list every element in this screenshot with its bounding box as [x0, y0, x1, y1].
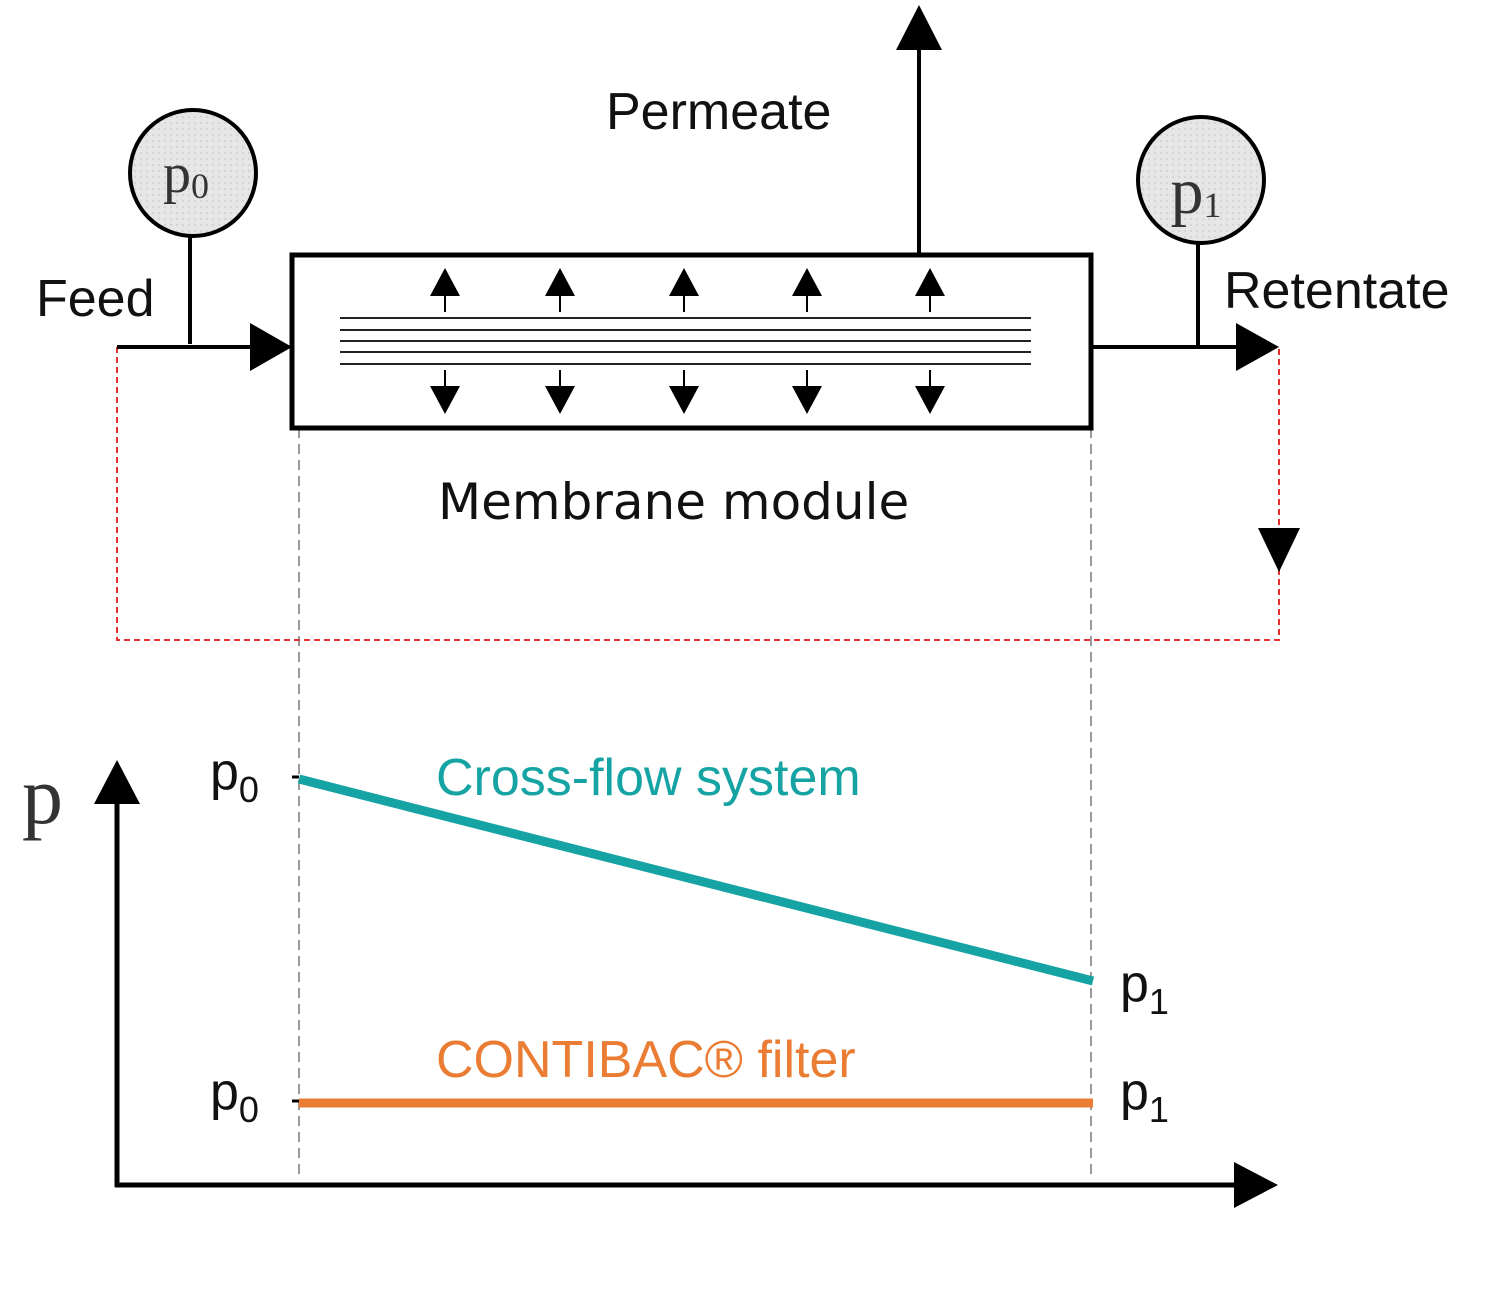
flux-arrow-down-icon — [915, 370, 945, 414]
gauge-inlet-label: p0 — [163, 143, 209, 206]
retentate-label: Retentate — [1224, 262, 1450, 320]
cross-flow-line — [297, 774, 1095, 986]
cross-flow-start-label: p0 — [210, 743, 259, 810]
retentate-arrow-icon — [1236, 323, 1279, 371]
membrane-fibers — [340, 317, 1031, 365]
flux-arrow-down-icon — [430, 370, 460, 414]
recirculation-arrow-icon — [1258, 528, 1300, 572]
permeate-label: Permeate — [606, 83, 831, 141]
y-axis-arrow-icon — [94, 760, 140, 804]
cross-flow-end-label: p1 — [1120, 955, 1169, 1022]
contibac-start-label: p0 — [210, 1063, 259, 1130]
flux-arrow-up-icon — [669, 268, 699, 312]
permeate-arrow-icon — [896, 5, 942, 50]
cross-flow-label: Cross-flow system — [436, 749, 861, 807]
gauge-outlet-label: p1 — [1171, 155, 1222, 228]
permeate-flux-arrows — [430, 268, 945, 414]
flux-arrow-up-icon — [792, 268, 822, 312]
contibac-label: CONTIBAC® filter — [436, 1031, 856, 1089]
flux-arrow-up-icon — [545, 268, 575, 312]
flux-arrow-down-icon — [669, 370, 699, 414]
flux-arrow-down-icon — [545, 370, 575, 414]
membrane-module-label: Membrane module — [438, 473, 909, 531]
contibac-end-label: p1 — [1120, 1063, 1169, 1130]
flux-arrow-down-icon — [792, 370, 822, 414]
gauge-outlet — [1136, 115, 1266, 245]
gauge-inlet — [128, 108, 258, 238]
x-axis-arrow-icon — [1234, 1162, 1278, 1208]
recirculation-loop — [116, 347, 1280, 641]
flux-arrow-up-icon — [430, 268, 460, 312]
y-axis-label: p — [22, 750, 63, 841]
feed-arrow-icon — [250, 323, 292, 371]
flux-arrow-up-icon — [915, 268, 945, 312]
feed-label: Feed — [36, 270, 155, 328]
